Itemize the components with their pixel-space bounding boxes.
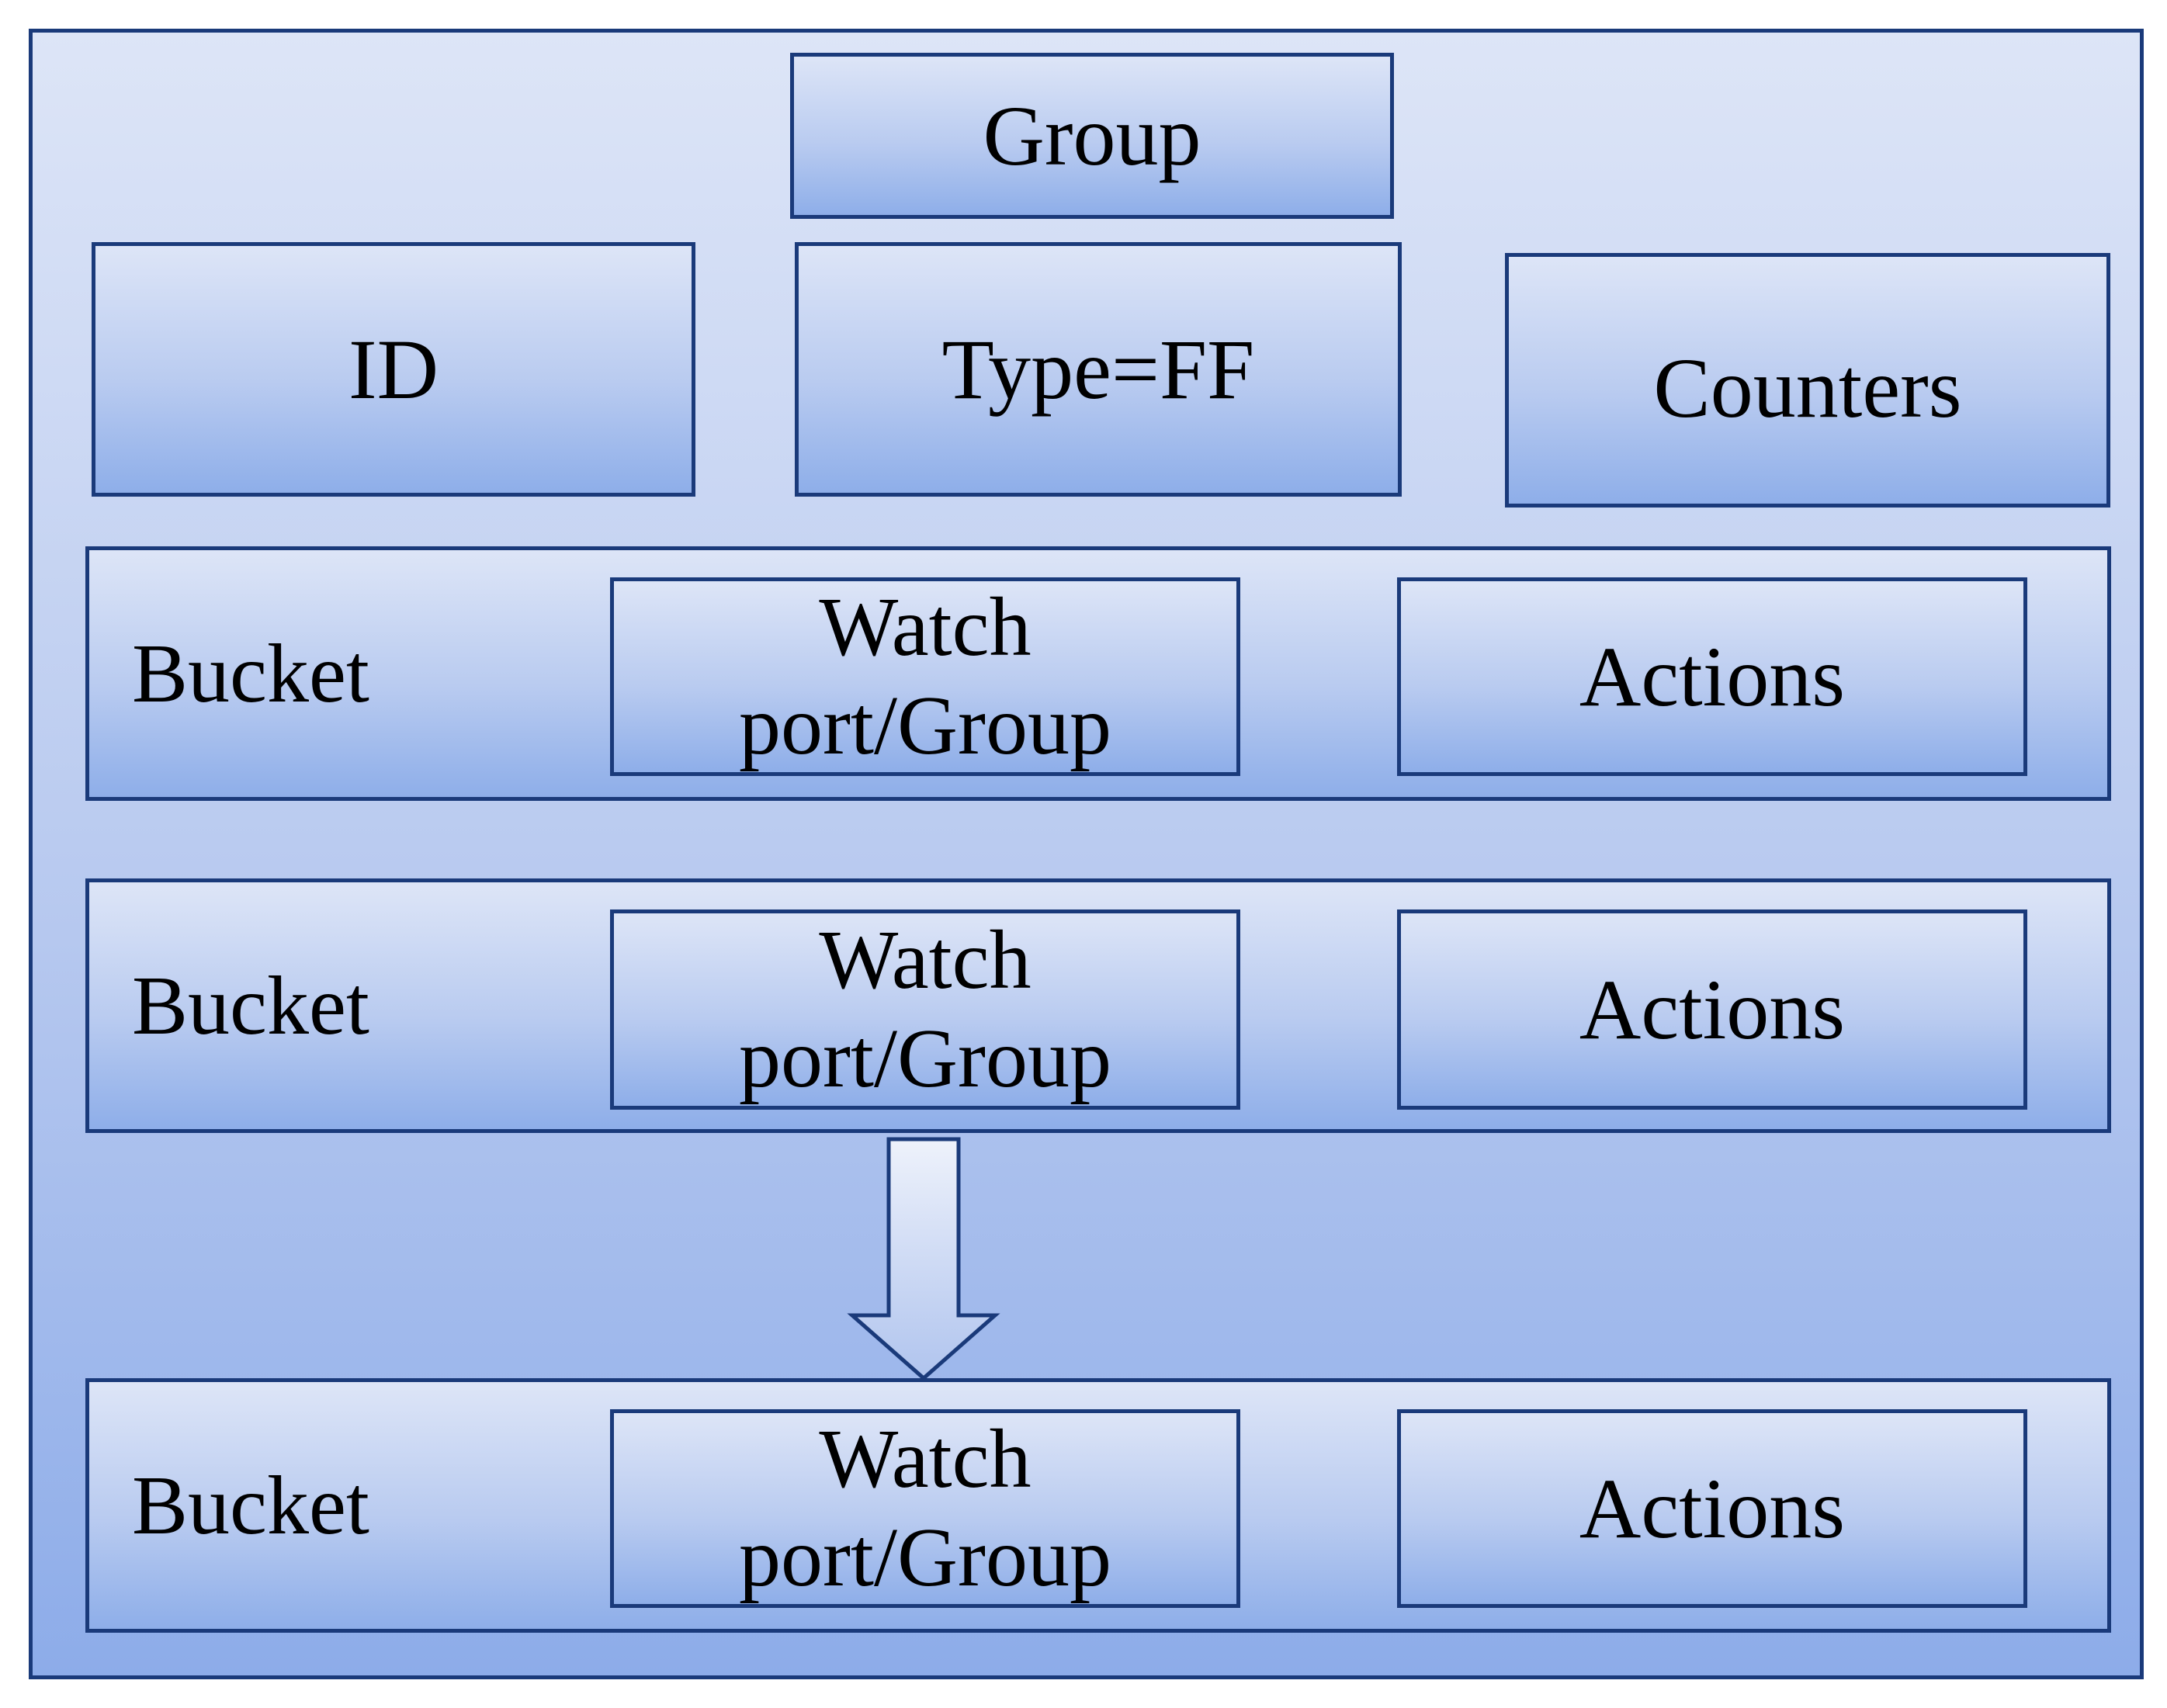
actions-box: Actions — [1397, 577, 2027, 776]
group-title: Group — [983, 88, 1201, 183]
actions-label: Actions — [1579, 1460, 1846, 1556]
bucket-label: Bucket — [132, 628, 369, 720]
watch-port-group-box: Watch port/Group — [610, 1409, 1240, 1608]
down-arrow-icon — [847, 1137, 1000, 1381]
watch-port-group-label: Watch port/Group — [739, 913, 1111, 1105]
type-field-box: Type=FF — [795, 242, 1402, 497]
watch-port-group-label: Watch port/Group — [739, 580, 1111, 772]
actions-label: Actions — [1579, 961, 1846, 1057]
bucket-label: Bucket — [132, 1460, 369, 1552]
actions-box: Actions — [1397, 909, 2027, 1110]
watch-port-group-label: Watch port/Group — [739, 1412, 1111, 1604]
actions-box: Actions — [1397, 1409, 2027, 1608]
watch-port-group-box: Watch port/Group — [610, 577, 1240, 776]
type-field-label: Type=FF — [941, 321, 1255, 417]
group-title-box: Group — [790, 53, 1394, 219]
actions-label: Actions — [1579, 629, 1846, 724]
bucket-label: Bucket — [132, 960, 369, 1052]
counters-field-label: Counters — [1653, 340, 1962, 435]
watch-port-group-box: Watch port/Group — [610, 909, 1240, 1110]
id-field-box: ID — [92, 242, 695, 497]
counters-field-box: Counters — [1505, 253, 2110, 508]
id-field-label: ID — [348, 321, 439, 417]
